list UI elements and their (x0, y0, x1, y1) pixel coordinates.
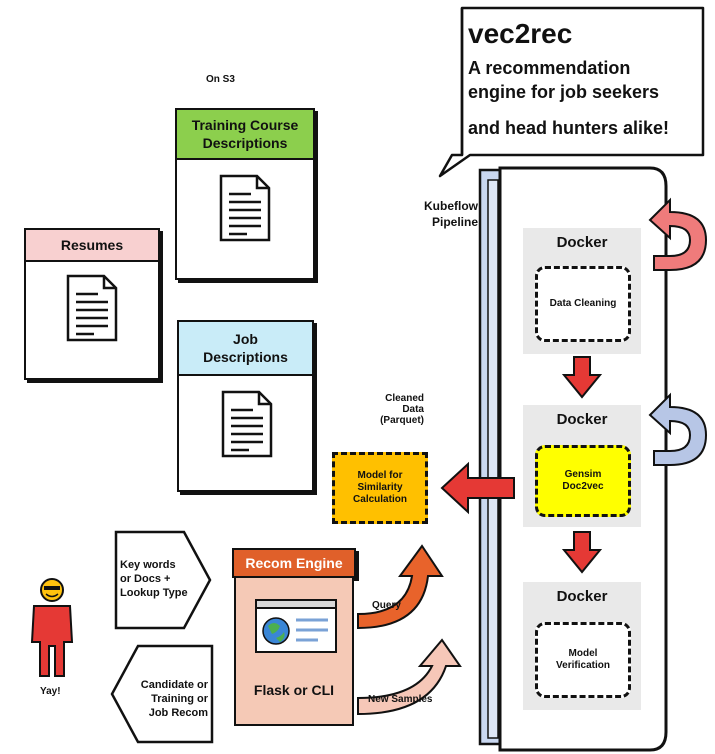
verification-label: Verification (556, 660, 610, 671)
loop-arrow-icon (648, 197, 708, 271)
data-cleaning-step: Data Cleaning (535, 266, 631, 342)
pipeline-label-2: Pipeline (432, 215, 479, 229)
job-descriptions-header: Job Descriptions (179, 322, 312, 376)
gensim-doc2vec-step: Gensim Doc2vec (535, 445, 631, 517)
output-line-3: Job Recom (148, 707, 208, 719)
callout-line2: engine for job seekers (468, 82, 660, 102)
docker-data-cleaning: Docker Data Cleaning (523, 228, 641, 354)
output-arrow-shape (110, 644, 214, 744)
person-icon (30, 578, 74, 677)
s3-label: On S3 (206, 74, 235, 85)
output-line-1: Candidate or (140, 679, 208, 691)
job-descriptions-title-2: Descriptions (203, 349, 288, 365)
cleaned-data-label: Cleaned Data (Parquet) (366, 393, 424, 426)
callout-line3: and head hunters alike! (468, 118, 670, 138)
docker-verification: Docker Model Verification (523, 582, 641, 710)
resumes-header: Resumes (26, 230, 158, 262)
cleaned-label-1: Cleaned (385, 393, 424, 404)
query-label: Query (372, 600, 401, 611)
resumes-card: Resumes (24, 228, 160, 380)
docker-gensim: Docker Gensim Doc2vec (523, 405, 641, 527)
job-descriptions-card: Job Descriptions (177, 320, 314, 492)
output-arrow-label: Candidate or Training or Job Recom (124, 678, 208, 720)
callout-line1: A recommendation (468, 58, 631, 78)
training-course-title-2: Descriptions (202, 135, 288, 151)
query-arrow-icon (357, 544, 444, 630)
input-arrow-shape (114, 530, 212, 630)
recom-engine-title: Recom Engine (245, 555, 343, 571)
loop-arrow-icon (648, 392, 708, 466)
person-caption: Yay! (40, 686, 61, 697)
document-icon (219, 174, 271, 242)
data-cleaning-label: Data Cleaning (549, 298, 617, 309)
document-icon (221, 390, 273, 458)
recom-engine: Recom Engine Flask or CLI (232, 548, 356, 726)
cleaned-label-2: Data (402, 404, 424, 415)
new-samples-arrow-icon (357, 638, 462, 716)
input-arrow-label: Key words or Docs + Lookup Type (120, 558, 188, 600)
recom-engine-subtitle: Flask or CLI (253, 682, 335, 698)
input-line-3: Lookup Type (120, 587, 188, 599)
model-label: Model (568, 648, 598, 659)
model-verification-step: Model Verification (535, 622, 631, 698)
callout-bubble (438, 6, 705, 178)
down-arrow-icon (562, 356, 602, 399)
training-course-card: Training Course Descriptions (175, 108, 315, 280)
docker-label: Docker (556, 411, 608, 428)
recom-engine-header: Recom Engine (232, 548, 356, 578)
input-line-2: or Docs + (120, 573, 171, 585)
browser-window-icon (255, 599, 337, 653)
similarity-model-box: Model for Similarity Calculation (332, 452, 428, 524)
pipeline-label-1: Kubeflow (424, 199, 478, 213)
document-icon (66, 274, 118, 342)
left-arrow-icon (440, 461, 515, 515)
doc2vec-label: Doc2vec (562, 481, 604, 492)
docker-label: Docker (556, 588, 608, 605)
cleaned-label-3: (Parquet) (380, 415, 424, 426)
pipeline-label: Kubeflow Pipeline (424, 198, 478, 230)
training-course-title-1: Training Course (191, 117, 299, 133)
training-course-header: Training Course Descriptions (177, 110, 313, 160)
callout-title: vec2rec (468, 18, 573, 49)
output-line-2: Training or (151, 693, 208, 705)
model-for-label: Model for (357, 470, 403, 481)
docker-label: Docker (556, 234, 608, 251)
gensim-label: Gensim (564, 469, 602, 480)
job-descriptions-title-1: Job (233, 331, 258, 347)
down-arrow-icon (562, 531, 602, 574)
calculation-label: Calculation (353, 494, 407, 505)
input-line-1: Key words (120, 559, 176, 571)
resumes-title: Resumes (60, 237, 124, 253)
new-samples-label: New Samples (368, 694, 433, 705)
similarity-label: Similarity (357, 482, 403, 493)
recom-engine-body: Flask or CLI (234, 578, 354, 726)
